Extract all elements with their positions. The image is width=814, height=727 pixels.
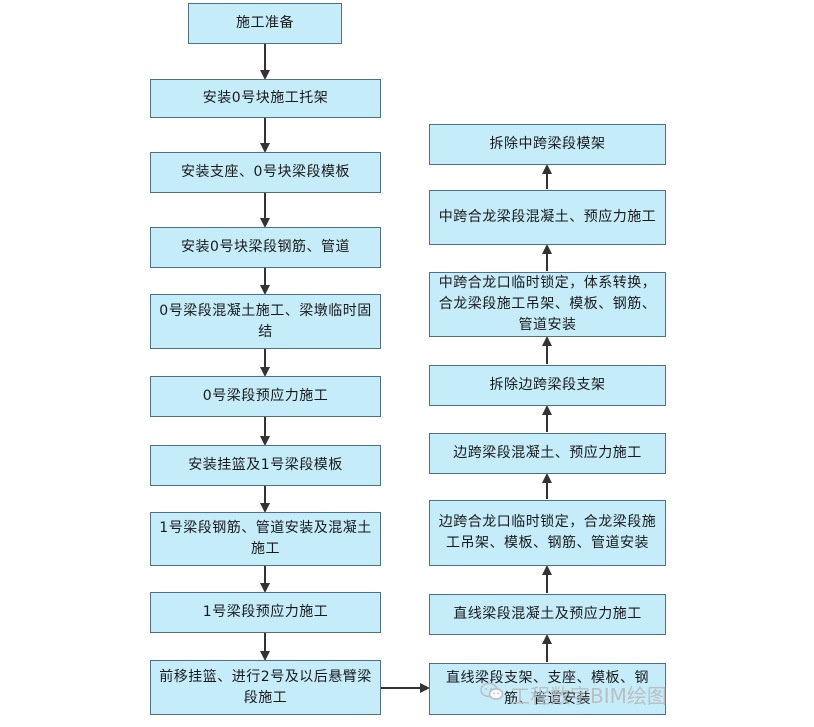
step-mid-span-closure-lock: 中跨合龙口临时锁定，体系转换，合龙梁段施工吊架、模板、钢筋、管道安装 — [429, 272, 666, 337]
step-label: 中跨合龙梁段混凝土、预应力施工 — [438, 209, 657, 225]
step-label: 0号梁段预应力施工 — [202, 388, 329, 404]
step-construction-prep: 施工准备 — [188, 3, 342, 44]
step-label: 拆除中跨梁段模架 — [489, 136, 606, 152]
step-install-bearing-formwork: 安装支座、0号块梁段模板 — [150, 152, 381, 193]
step-mid-span-concrete: 中跨合龙梁段混凝土、预应力施工 — [429, 190, 666, 245]
step-side-span-closure-lock: 边跨合龙口临时锁定，合龙梁段施工吊架、模板、钢筋、管道安装 — [429, 500, 666, 566]
step-label: 1号梁段预应力施工 — [202, 604, 329, 620]
watermark: 工程数字BIM绘图 — [480, 680, 810, 708]
step-label: 安装0号块梁段钢筋、管道 — [181, 239, 350, 255]
watermark-text: 工程数字BIM绘图 — [510, 683, 667, 708]
step-straight-support-install: 直线梁段支架、支座、模板、钢筋、管道安装 — [429, 663, 666, 715]
step-segment0-concrete: 0号梁段混凝土施工、梁墩临时固结 — [150, 294, 381, 349]
step-label: 安装挂篮及1号梁段模板 — [188, 457, 343, 473]
step-install-traveler: 安装挂篮及1号梁段模板 — [150, 445, 381, 486]
step-install-bracket: 安装0号块施工托架 — [150, 79, 381, 118]
step-label: 1号梁段钢筋、管道安装及混凝土施工 — [159, 520, 372, 557]
step-move-traveler: 前移挂篮、进行2号及以后悬臂梁段施工 — [150, 660, 381, 715]
step-label: 安装支座、0号块梁段模板 — [181, 164, 350, 180]
step-straight-concrete-prestress: 直线梁段混凝土及预应力施工 — [429, 594, 666, 635]
step-label: 中跨合龙口临时锁定，体系转换，合龙梁段施工吊架、模板、钢筋、管道安装 — [438, 275, 657, 333]
step-side-span-concrete: 边跨梁段混凝土、预应力施工 — [429, 433, 666, 474]
step-remove-side-span-support: 拆除边跨梁段支架 — [429, 365, 666, 406]
step-label: 安装0号块施工托架 — [202, 90, 329, 106]
step-label: 拆除边跨梁段支架 — [489, 377, 606, 393]
step-segment0-prestress: 0号梁段预应力施工 — [150, 376, 381, 417]
step-segment1-rebar-concrete: 1号梁段钢筋、管道安装及混凝土施工 — [150, 512, 381, 566]
step-label: 施工准备 — [236, 15, 294, 31]
step-install-rebar-ducts: 安装0号块梁段钢筋、管道 — [150, 227, 381, 268]
step-label: 直线梁段混凝土及预应力施工 — [453, 606, 642, 622]
step-label: 直线梁段支架、支座、模板、钢筋、管道安装 — [446, 670, 649, 707]
wechat-icon — [480, 682, 504, 707]
step-label: 0号梁段混凝土施工、梁墩临时固结 — [159, 302, 372, 340]
step-segment1-prestress: 1号梁段预应力施工 — [150, 592, 381, 633]
step-label: 边跨合龙口临时锁定，合龙梁段施工吊架、模板、钢筋、管道安装 — [438, 514, 657, 551]
step-label: 前移挂篮、进行2号及以后悬臂梁段施工 — [159, 668, 372, 706]
step-label: 边跨梁段混凝土、预应力施工 — [453, 445, 642, 461]
step-remove-mid-span-formwork: 拆除中跨梁段模架 — [429, 124, 666, 165]
